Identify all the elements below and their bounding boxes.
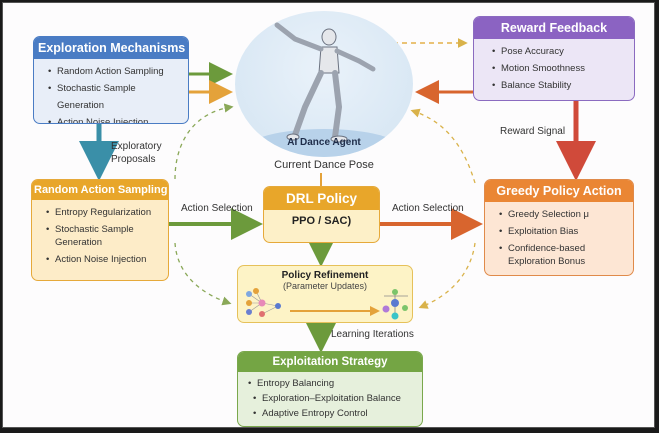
exploratory-label-line2: Proposals [111,154,156,165]
exploratory-proposals-label: Exploratory Proposals [111,140,162,166]
dashed-arc-right-down [418,242,476,309]
arrow-right-icon [290,306,380,316]
exploitation-strategy-box: Exploitation Strategy Entropy Balancing … [237,351,423,427]
action-selection-left-label: Action Selection [181,203,253,214]
connector-layer [79,38,596,353]
list-item: Adaptive Entropy Control [253,406,414,421]
greedy-policy-action-box: Greedy Policy Action Greedy Selection μ … [484,179,634,276]
list-item: Greedy Selection μ [499,206,625,223]
exploration-mechanisms-title: Exploration Mechanisms [34,37,188,59]
list-item: Pose Accuracy [492,43,626,60]
random-action-sampling-title: Random Action Sampling [32,180,168,200]
diagram-canvas: AI Dance Agent Current Dance Pose Explor… [2,2,655,428]
greedy-policy-action-title: Greedy Policy Action [485,180,633,202]
exploitation-strategy-title: Exploitation Strategy [238,352,422,372]
list-item: Motion Smoothness [492,60,626,77]
dashed-arc-right-up [410,108,476,184]
list-item: Action Noise Injection [48,114,180,123]
list-item: Action Noise Injection [46,251,160,268]
list-item: Random Action Sampling [48,63,180,80]
dancing-robot-icon [274,22,376,143]
list-item: Balance Stability [492,77,626,94]
learning-iterations-label: Learning Iterations [331,329,414,340]
policy-refinement-box: Policy Refinement (Parameter Updates) [237,265,413,323]
drl-policy-box: DRL Policy PPO / SAC) [263,186,380,243]
policy-refinement-title: Policy Refinement [281,270,369,281]
reward-feedback-box: Reward Feedback Pose Accuracy Motion Smo… [473,16,635,101]
random-action-sampling-box: Random Action Sampling Entropy Regulariz… [31,179,169,281]
list-item: Stochastic Sample Generation [48,80,180,114]
exploration-mechanisms-box: Exploration Mechanisms Random Action Sam… [33,36,189,124]
ai-dance-agent: AI Dance Agent [235,11,413,157]
drl-policy-title: DRL Policy [264,187,379,210]
policy-refinement-subtitle: (Parameter Updates) [282,281,368,291]
list-item: Exploitation Bias [499,223,625,240]
reward-signal-label: Reward Signal [500,126,566,137]
agent-name: AI Dance Agent [287,137,361,148]
list-item: Entropy Balancing [248,376,414,391]
drl-policy-algorithms: PPO / SAC) [291,215,352,227]
action-selection-right-label: Action Selection [392,203,464,214]
current-pose-label: Current Dance Pose [274,159,374,171]
dashed-arc-left-up [174,103,234,180]
dashed-arc-left-down [174,242,232,306]
list-item: Confidence-based Exploration Bonus [499,242,609,268]
list-item: Entropy Regularization [46,204,160,221]
exploratory-label-line1: Exploratory [111,141,162,152]
neural-network-icon [246,288,281,317]
reward-feedback-title: Reward Feedback [474,17,634,39]
list-item: Stochastic Sample Generation [46,223,146,249]
stage-floor [245,129,403,157]
list-item: Exploration–Exploitation Balance [253,391,414,406]
tree-network-icon [382,289,408,320]
